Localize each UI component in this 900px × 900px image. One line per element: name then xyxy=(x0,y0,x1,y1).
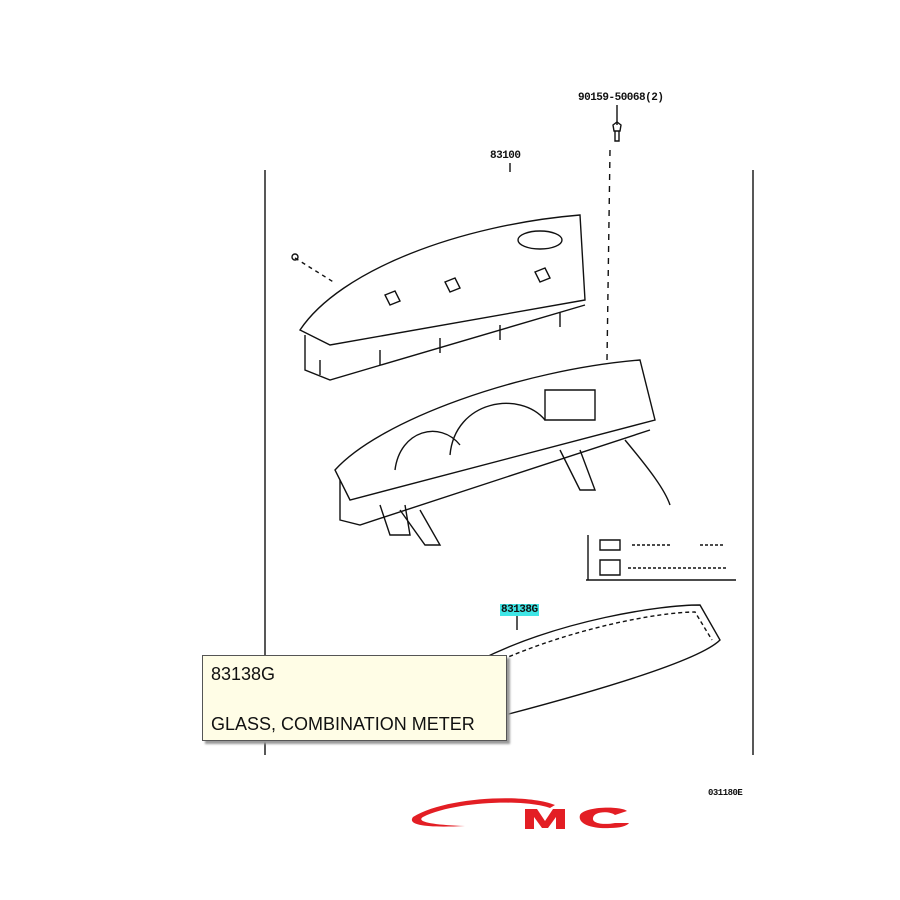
bolt-part-label: 90159-50068(2) xyxy=(578,92,664,104)
glass-part-label[interactable]: 83138G xyxy=(500,604,539,616)
bolt-drawing xyxy=(509,105,622,361)
meter-unit-drawing xyxy=(334,359,671,546)
callout-description: GLASS, COMBINATION METER xyxy=(211,714,475,734)
part-callout-tooltip: 83138G GLASS, COMBINATION METER xyxy=(202,655,507,741)
glass-part-label-text: 83138G xyxy=(500,604,539,616)
meter-assembly-label: 83100 xyxy=(490,150,521,162)
cmc-logo xyxy=(411,798,629,829)
glass-drawing xyxy=(479,604,721,716)
callout-part-number: 83138G xyxy=(211,664,276,684)
figure-code: 031180E xyxy=(708,788,743,798)
rear-case-drawing xyxy=(291,214,586,381)
label-plate xyxy=(586,535,736,581)
